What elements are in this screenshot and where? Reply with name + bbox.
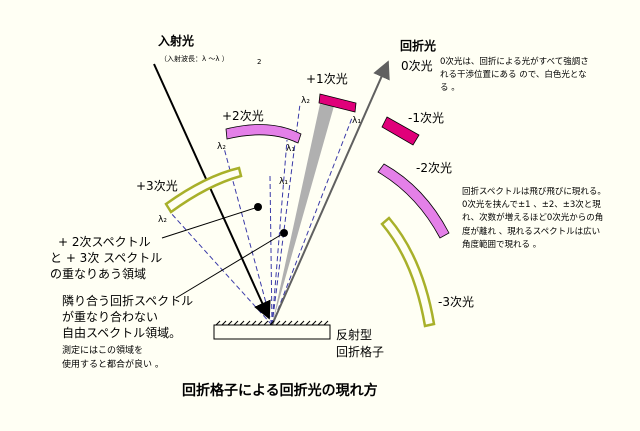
minus1-arc [381, 116, 420, 146]
plus2-arc [225, 124, 302, 144]
free-line-3: 自由スペクトル領域。 [62, 326, 182, 340]
minus3-label: -3次光 [438, 295, 474, 309]
free-note-1: 測定にはこの領域を [62, 346, 144, 356]
plus3-label: +3次光 [136, 179, 178, 193]
lambda1-plus3: λ₁ [279, 177, 288, 187]
lambda1-plus1: λ₁ [352, 116, 361, 126]
spectrum-note: 回折スペクトルは飛び飛びに現れる。0次光を挟んで±1 、±2、±3次と現れ、次数… [462, 187, 606, 250]
free-line-1: 隣り合う回折スペクトル [62, 294, 194, 308]
diffracted-label: 回折光 [400, 39, 437, 53]
overlap-line-2: と + 3次 スペクトル [50, 251, 163, 265]
minus2-arc [377, 163, 450, 239]
incident-ray [153, 63, 271, 320]
minus3-arc [380, 216, 436, 328]
overlap-leader [161, 206, 259, 239]
lambda2-plus1: λ₂ [301, 96, 310, 106]
lambda2-plus3: λ₂ [158, 215, 167, 225]
overlap-line-1: + 2次スペクトル [58, 235, 151, 249]
plus1-arc [318, 93, 357, 113]
incident-label: 入射光 [158, 34, 195, 48]
overlap-dot [254, 203, 262, 211]
plus2-label: +2次光 [222, 109, 264, 123]
overlap-line-3: の重なりあう領域 [50, 267, 147, 281]
diagram-title: 回折格子による回折光の現れ方 [182, 383, 378, 399]
grating-label-1: 反射型 [336, 328, 373, 342]
free-line-2: が重なり合わない [62, 310, 159, 324]
free-note-2: 使用すると都合が良い 。 [62, 360, 164, 370]
grating-label-2: 回折格子 [336, 345, 385, 359]
free-dot [280, 229, 288, 237]
plus3-arc [164, 166, 243, 214]
lambda2-plus2: λ₂ [217, 142, 226, 152]
zero-order-note: 0次光は、回折による光がすべて強調される干渉位置にある ので、白色光となる 。 [440, 57, 589, 94]
plus1-spectrum-wedge [272, 104, 334, 325]
plus1-label: +1次光 [306, 72, 348, 86]
minus1-label: -1次光 [408, 111, 444, 125]
free-leader [175, 232, 285, 299]
zero-order-label: 0次光 [401, 59, 433, 73]
incident-range: （入射波長：λ ～λ ） [160, 55, 229, 63]
lambda1-plus2: λ₁ [286, 144, 295, 154]
zero-order-ray [271, 60, 390, 326]
incident-range-sub: 2 [257, 58, 262, 66]
reflective-grating [213, 320, 331, 340]
minus2-label: -2次光 [416, 161, 452, 175]
